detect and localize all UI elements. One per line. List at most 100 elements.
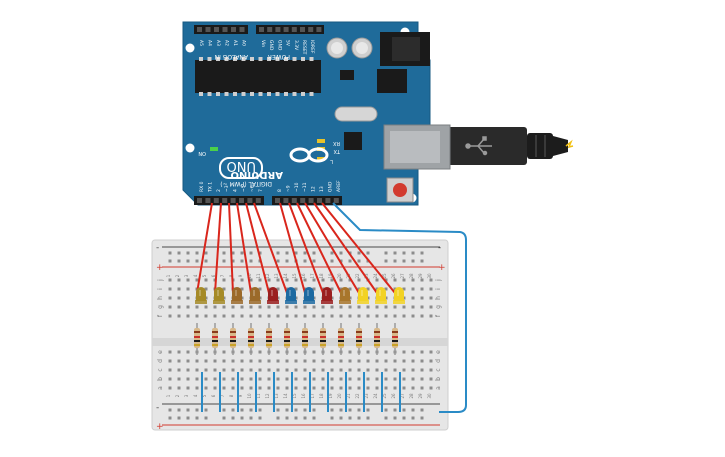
breadboard-hole[interactable] [195, 368, 199, 372]
breadboard-hole[interactable] [276, 314, 280, 318]
breadboard-hole[interactable] [168, 305, 172, 309]
breadboard-hole[interactable] [411, 278, 415, 282]
breadboard-hole[interactable] [177, 278, 181, 282]
rail-hole[interactable] [168, 416, 172, 420]
signal-wire[interactable] [214, 202, 222, 294]
breadboard-hole[interactable] [393, 305, 397, 309]
breadboard-hole[interactable] [420, 350, 424, 354]
breadboard-hole[interactable] [357, 278, 361, 282]
resistor[interactable] [338, 323, 344, 355]
breadboard-hole[interactable] [312, 377, 316, 381]
breadboard-hole[interactable] [321, 305, 325, 309]
breadboard-hole[interactable] [357, 377, 361, 381]
rail-hole[interactable] [402, 416, 406, 420]
breadboard-hole[interactable] [276, 350, 280, 354]
signal-wire[interactable] [296, 202, 342, 294]
rail-hole[interactable] [393, 259, 397, 263]
breadboard-hole[interactable] [411, 377, 415, 381]
breadboard-hole[interactable] [168, 350, 172, 354]
rail-hole[interactable] [258, 251, 262, 255]
rail-hole[interactable] [384, 416, 388, 420]
arduino-board[interactable]: ARDUINO UNO DIGITAL (PWM ~) ANALOG IN PO… [182, 21, 574, 206]
breadboard-hole[interactable] [258, 287, 262, 291]
rail-hole[interactable] [195, 416, 199, 420]
breadboard-hole[interactable] [366, 359, 370, 363]
usb-cable[interactable] [447, 127, 574, 165]
led[interactable] [321, 287, 333, 304]
rail-hole[interactable] [249, 408, 253, 412]
breadboard-hole[interactable] [240, 350, 244, 354]
breadboard-hole[interactable] [258, 314, 262, 318]
breadboard-hole[interactable] [402, 278, 406, 282]
rail-hole[interactable] [177, 416, 181, 420]
breadboard-hole[interactable] [186, 350, 190, 354]
breadboard-hole[interactable] [348, 314, 352, 318]
rail-hole[interactable] [249, 416, 253, 420]
breadboard-hole[interactable] [177, 386, 181, 390]
leds[interactable] [195, 287, 405, 304]
rail-hole[interactable] [384, 259, 388, 263]
rail-hole[interactable] [276, 259, 280, 263]
signal-wire[interactable] [304, 202, 360, 294]
rail-hole[interactable] [303, 259, 307, 263]
breadboard-hole[interactable] [411, 386, 415, 390]
led[interactable] [231, 287, 243, 304]
breadboard-hole[interactable] [339, 377, 343, 381]
ground-jumpers[interactable] [201, 372, 401, 412]
rail-hole[interactable] [420, 408, 424, 412]
signal-wire[interactable] [279, 202, 306, 294]
breadboard-hole[interactable] [222, 377, 226, 381]
breadboard-hole[interactable] [312, 359, 316, 363]
rail-hole[interactable] [285, 416, 289, 420]
rail-hole[interactable] [411, 259, 415, 263]
breadboard-hole[interactable] [411, 305, 415, 309]
breadboard-hole[interactable] [213, 377, 217, 381]
breadboard-hole[interactable] [375, 359, 379, 363]
rail-hole[interactable] [411, 408, 415, 412]
breadboard-hole[interactable] [249, 359, 253, 363]
breadboard-hole[interactable] [168, 368, 172, 372]
breadboard-hole[interactable] [204, 305, 208, 309]
rail-hole[interactable] [339, 416, 343, 420]
breadboard-hole[interactable] [375, 278, 379, 282]
breadboard-hole[interactable] [402, 350, 406, 354]
breadboard-hole[interactable] [393, 377, 397, 381]
breadboard-hole[interactable] [240, 287, 244, 291]
breadboard-hole[interactable] [420, 314, 424, 318]
breadboard-hole[interactable] [195, 278, 199, 282]
rail-hole[interactable] [303, 416, 307, 420]
breadboard-hole[interactable] [267, 359, 271, 363]
rail-hole[interactable] [276, 408, 280, 412]
breadboard-hole[interactable] [294, 350, 298, 354]
rail-hole[interactable] [195, 251, 199, 255]
rail-hole[interactable] [168, 408, 172, 412]
breadboard-hole[interactable] [285, 305, 289, 309]
rail-hole[interactable] [186, 259, 190, 263]
breadboard-hole[interactable] [258, 377, 262, 381]
resistor[interactable] [212, 323, 218, 355]
breadboard-hole[interactable] [186, 359, 190, 363]
breadboard-hole[interactable] [249, 368, 253, 372]
breadboard-hole[interactable] [357, 368, 361, 372]
breadboard-hole[interactable] [204, 386, 208, 390]
breadboard-hole[interactable] [411, 350, 415, 354]
breadboard-hole[interactable] [330, 314, 334, 318]
breadboard-hole[interactable] [177, 296, 181, 300]
rail-hole[interactable] [240, 251, 244, 255]
rail-hole[interactable] [204, 408, 208, 412]
led[interactable] [393, 287, 405, 304]
rail-hole[interactable] [402, 408, 406, 412]
ground-wire[interactable] [332, 202, 467, 413]
breadboard-hole[interactable] [204, 368, 208, 372]
breadboard-hole[interactable] [384, 377, 388, 381]
breadboard-hole[interactable] [240, 386, 244, 390]
breadboard-hole[interactable] [249, 314, 253, 318]
breadboard-hole[interactable] [249, 386, 253, 390]
rail-hole[interactable] [411, 251, 415, 255]
breadboard-hole[interactable] [384, 314, 388, 318]
breadboard-hole[interactable] [222, 278, 226, 282]
breadboard-hole[interactable] [177, 368, 181, 372]
breadboard-hole[interactable] [276, 359, 280, 363]
rail-hole[interactable] [294, 251, 298, 255]
led[interactable] [357, 287, 369, 304]
